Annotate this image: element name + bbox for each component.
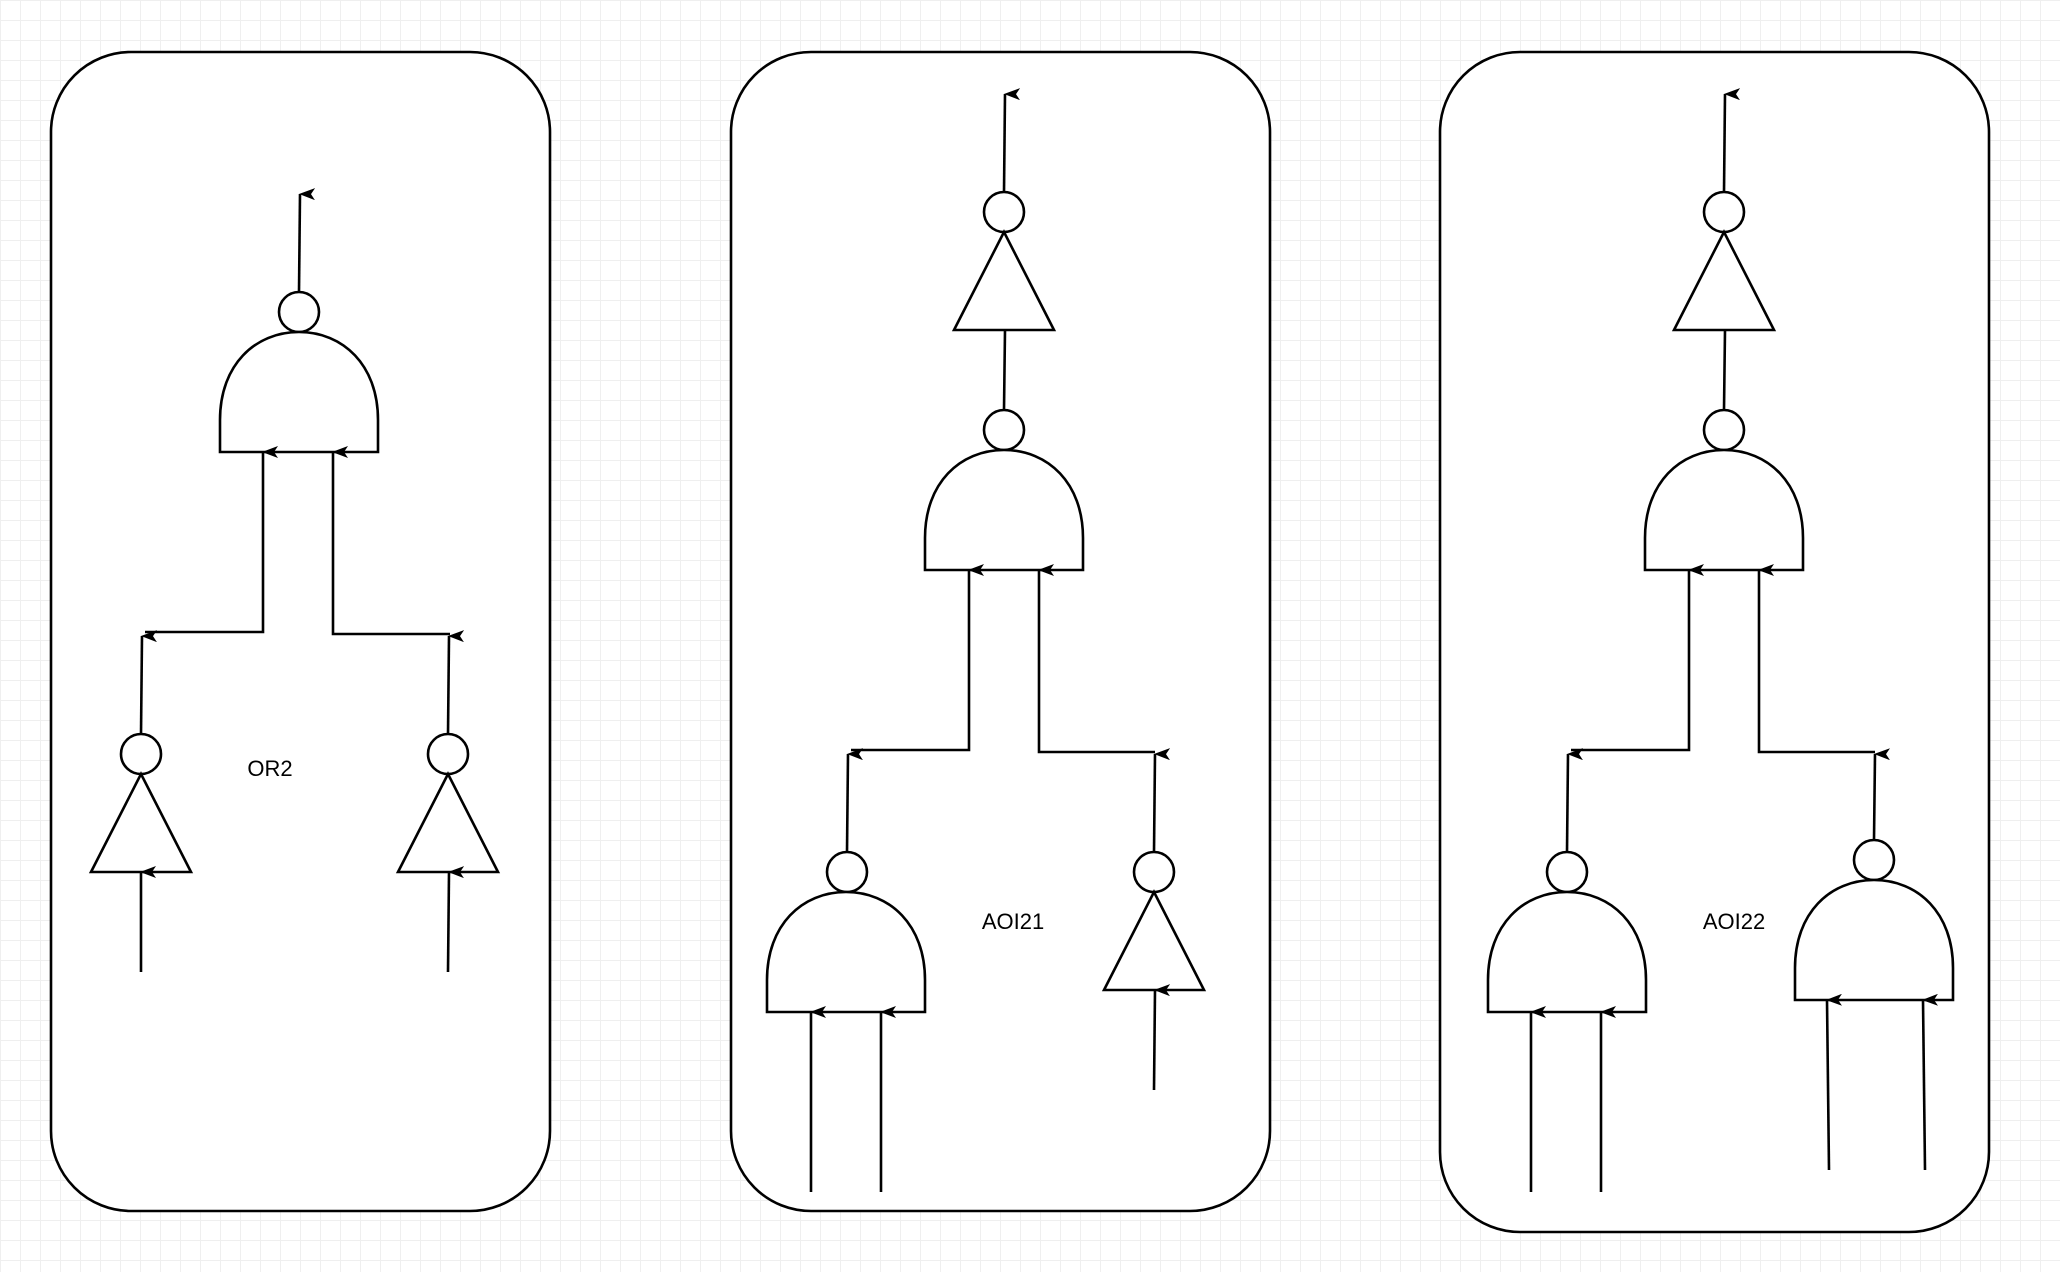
output-inverter-bubble [982, 190, 1026, 234]
input-c-wire [1825, 993, 1843, 1171]
output-wire [1002, 88, 1021, 193]
wire-left-to-nand [851, 564, 984, 752]
wire-right-to-nand [331, 446, 450, 636]
right-nand-output-wire [1872, 748, 1891, 841]
cell-aoi21: AOI21 [729, 50, 1272, 1213]
input-b-wire [446, 866, 465, 973]
nand-output-bubble [982, 408, 1026, 452]
nand-to-inverter-wire [1722, 329, 1727, 411]
nand-gate [1643, 448, 1805, 572]
right-inverter-bubble [1132, 850, 1176, 894]
nand-output-bubble [1702, 408, 1746, 452]
right-inverter-output-wire [446, 630, 465, 735]
nand-gate [923, 448, 1085, 572]
cell-label: AOI22 [1703, 909, 1765, 934]
output-wire [297, 188, 316, 293]
wire-left-to-nand [1571, 564, 1704, 752]
output-inverter-bubble [1702, 190, 1746, 234]
nand-gate [218, 330, 380, 454]
wire-right-to-nand [1757, 564, 1875, 754]
left-nand-gate [765, 890, 927, 1014]
cell-label: AOI21 [982, 909, 1044, 934]
cell-or2: OR2 [49, 50, 552, 1213]
cell-frame [49, 50, 552, 1213]
right-nand-bubble [1852, 838, 1896, 882]
right-inverter-bubble [426, 732, 470, 776]
left-nand-gate [1486, 890, 1648, 1014]
nand-to-inverter-wire [1002, 329, 1007, 411]
nand-output-bubble [277, 290, 321, 334]
right-inverter-output-wire [1152, 748, 1171, 853]
left-nand-output-wire [1565, 748, 1584, 853]
wire-right-to-nand [1037, 564, 1155, 754]
left-inverter-output-wire [139, 630, 158, 735]
left-inverter-bubble [119, 732, 163, 776]
output-wire [1722, 88, 1741, 193]
right-nand-gate [1793, 878, 1955, 1002]
left-nand-output-wire [845, 748, 864, 853]
wire-left-to-nand [145, 446, 278, 634]
input-d-wire [1921, 993, 1939, 1171]
left-nand-bubble [1545, 850, 1589, 894]
cell-aoi22: AOI22 [1438, 50, 1991, 1234]
input-c-wire [1152, 984, 1171, 1091]
left-nand-bubble [825, 850, 869, 894]
cell-label: OR2 [247, 756, 292, 781]
